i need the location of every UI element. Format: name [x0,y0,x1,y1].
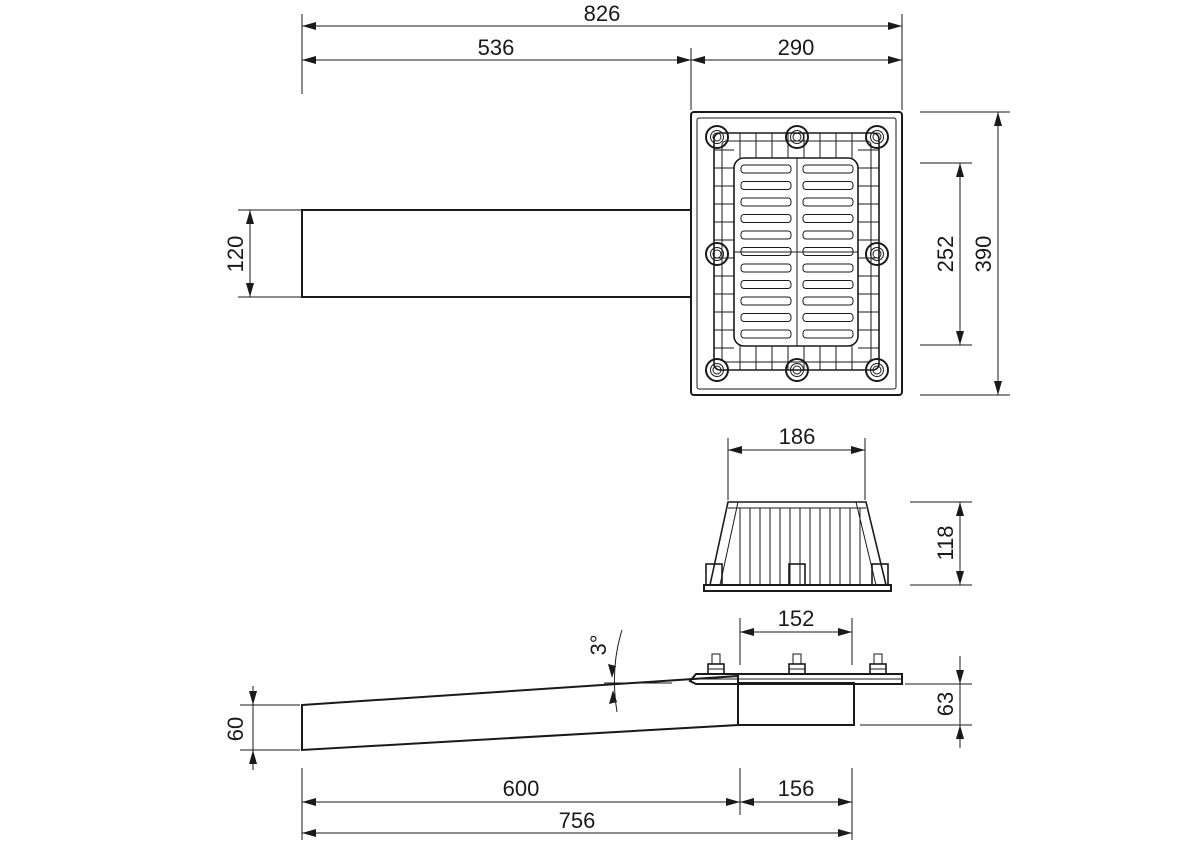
dim-600: 600 [503,776,540,801]
dim-3deg: 3° [586,634,611,655]
dim-120: 120 [223,236,248,273]
bolt-stud [792,653,802,665]
dim-152: 152 [778,606,815,631]
bolt-hole-inner [792,365,802,375]
dim-186: 186 [779,424,816,449]
bolt-hole [870,130,884,144]
bolt-hole [870,247,884,261]
drain-body-side [737,682,855,726]
drain-body-inner [696,117,897,390]
bolt-hole [710,130,724,144]
grate-slot [740,296,792,306]
side-dimensions: 152 3° 60 63 600 156 [223,606,972,840]
grate-slot [740,263,792,273]
dim-756: 756 [559,808,596,833]
grate-slot [802,197,854,207]
grate-slot [740,230,792,240]
bolt-stud [711,653,721,665]
grate-slot [740,313,792,322]
grate-slot [802,263,854,273]
grate-slot [740,214,792,223]
top-view [301,111,903,396]
grate-slot [740,247,792,256]
grate-slot [802,280,854,289]
cage-base [703,584,892,592]
grate-slot [802,296,854,306]
grate-slot [802,164,854,174]
dim-252: 252 [933,236,958,273]
grate [713,132,880,371]
grate-slot [802,247,854,256]
grate-slot [740,197,792,207]
bolt-hole [710,363,724,377]
grate-slot [740,329,792,339]
bolt-hole [870,363,884,377]
dim-156: 156 [778,776,815,801]
cage-outline [709,501,888,586]
dim-826: 826 [584,1,621,26]
dim-60: 60 [223,717,248,741]
bolt-boss [785,125,809,149]
dim-118: 118 [933,525,958,560]
grate-slot [802,329,854,339]
bolt-hole-inner [872,132,882,142]
bolt-hole [710,247,724,261]
dim-390: 390 [971,236,996,273]
grate-slot [802,181,854,190]
bolt-hole-inner [712,132,722,142]
bolt-boss [785,358,809,382]
outlet-pipe-top [301,209,692,298]
grate-slot [802,230,854,240]
drain-body-outer [690,111,903,396]
cage-dimensions: 186 118 [727,424,972,586]
outlet-pipe-side [301,674,739,752]
bolt-bosses [705,125,889,382]
bolt-boss [865,358,889,382]
grate-slot [740,280,792,289]
grate-slot [740,164,792,174]
bolt-hole-inner [872,365,882,375]
bolt-boss [705,358,729,382]
bolt-stud [873,653,883,665]
bolt-boss [865,242,889,266]
dim-63: 63 [933,692,958,716]
bolt-boss [705,125,729,149]
bolt-hole-inner [712,365,722,375]
bolt-boss [865,125,889,149]
bolt-hole-inner [872,249,882,259]
bolt-hole [790,130,804,144]
cage-side-view [703,501,892,592]
bolt-boss [705,242,729,266]
grate-slot [802,313,854,322]
top-dimensions: 826 536 290 120 252 390 [223,1,1010,396]
bolt-hole [790,363,804,377]
dim-290: 290 [778,35,815,60]
side-view [301,653,903,752]
bolt-hole-inner [712,249,722,259]
bolt-hole-inner [792,132,802,142]
dim-536: 536 [478,35,515,60]
grate-slot [740,181,792,190]
grate-slot [802,214,854,223]
